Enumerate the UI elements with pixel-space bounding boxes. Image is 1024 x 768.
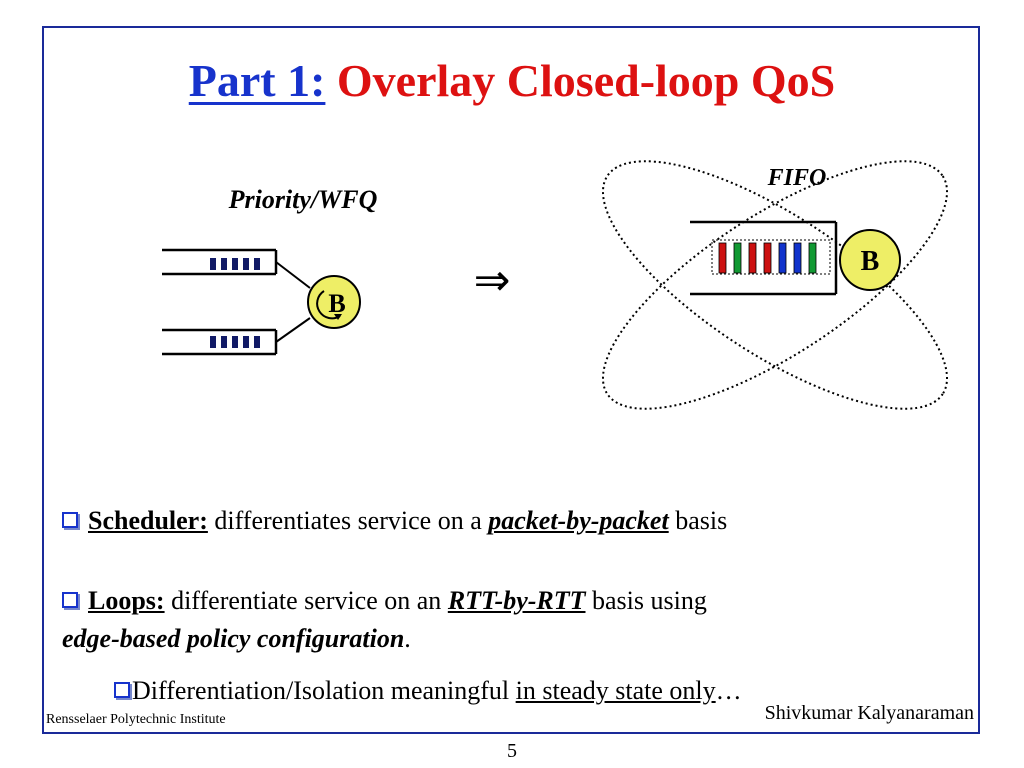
right-node: B (839, 229, 901, 291)
scheduler-term: Scheduler: (88, 506, 208, 535)
title-part: Part 1: (188, 55, 326, 106)
differentiation-ellipsis: … (715, 676, 742, 705)
fifo-packet (778, 242, 787, 274)
bullet-box-icon (62, 592, 78, 609)
page-number: 5 (507, 740, 517, 762)
slide-frame (42, 26, 980, 734)
fifo-packet (808, 242, 817, 274)
link-top (275, 261, 311, 289)
left-label: Priority/WFQ (228, 185, 378, 214)
fifo-packet (718, 242, 727, 274)
loops-text-end: basis using (585, 586, 707, 615)
fifo-packet (748, 242, 757, 274)
right-node-label: B (861, 246, 880, 277)
scheduler-text-end: basis (668, 506, 728, 535)
slide-title: Part 1: Overlay Closed-loop QoS (0, 58, 1024, 104)
queue-bottom (162, 328, 278, 356)
right-label: FIFO (767, 165, 827, 191)
loops-term: Loops: (88, 586, 165, 615)
fifo-queue (690, 220, 838, 296)
left-node-label: B (328, 289, 345, 318)
queue-top (162, 248, 278, 276)
footer-institution: Rensselaer Polytechnic Institute (46, 712, 226, 727)
bullet-differentiation: Differentiation/Isolation meaningful in … (114, 674, 742, 708)
loops-emph: RTT-by-RTT (447, 586, 586, 615)
title-rest: Overlay Closed-loop QoS (336, 55, 836, 106)
scheduler-emph: packet-by-packet (488, 506, 669, 535)
fifo-packet (763, 242, 772, 274)
loops-period: . (404, 624, 411, 653)
bullet-loops: Loops: differentiate service on an RTT-b… (62, 584, 707, 618)
fifo-packet (733, 242, 742, 274)
differentiation-underlined: in steady state only (515, 676, 716, 705)
differentiation-text: Differentiation/Isolation meaningful (132, 676, 516, 705)
overlay-ellipse-2 (601, 160, 949, 410)
bullet-box-icon (62, 512, 78, 529)
bullet-scheduler: Scheduler: differentiates service on a p… (62, 504, 727, 538)
fifo-packet (793, 242, 802, 274)
link-bottom (275, 317, 311, 343)
loops-text: differentiate service on an (164, 586, 448, 615)
footer-author: Shivkumar Kalyanaraman (764, 702, 974, 724)
sub-bullet-box-icon (114, 682, 130, 699)
loops-policy: edge-based policy configuration (62, 624, 405, 653)
scheduler-text: differentiates service on a (207, 506, 489, 535)
left-node: B (307, 275, 361, 329)
bullet-loops-line2: edge-based policy configuration. (62, 622, 411, 656)
implies-arrow: ⇒ (474, 255, 511, 306)
